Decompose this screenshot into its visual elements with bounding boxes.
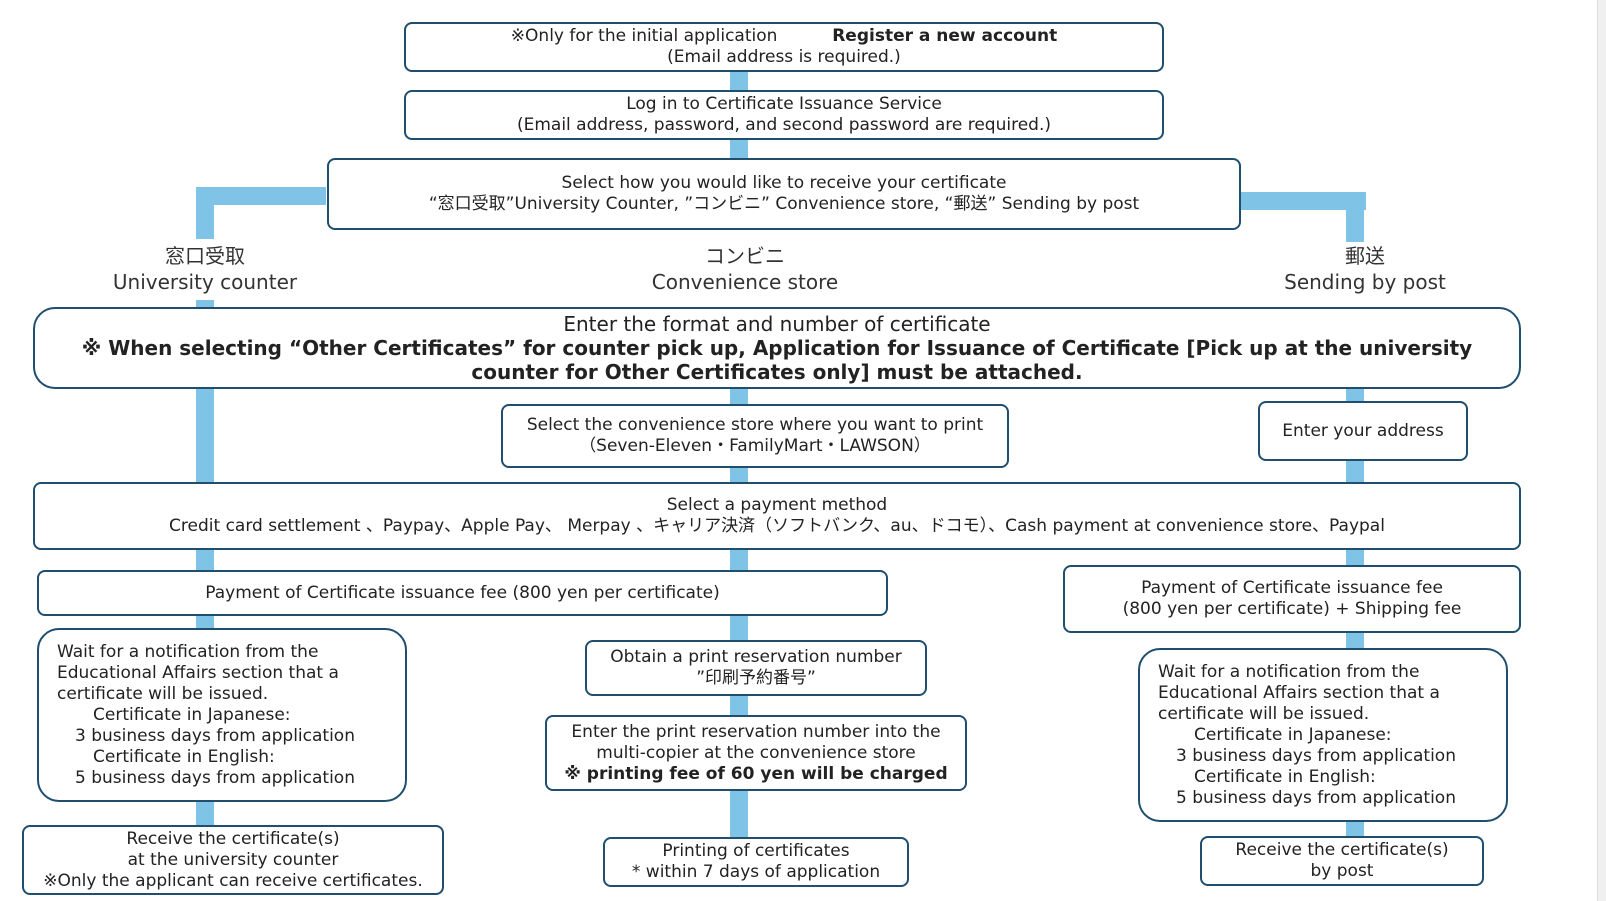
reservation-line1: Obtain a print reservation number <box>610 647 902 667</box>
store-select-line2: （Seven-Eleven・FamilyMart・LAWSON） <box>579 436 931 456</box>
fee-right-line2: (800 yen per certificate) + Shipping fee <box>1122 599 1462 619</box>
fee-left-box: Payment of Certificate issuance fee (800… <box>37 570 888 616</box>
wait-left-l4: Certificate in Japanese: <box>93 704 291 725</box>
wait-notification-right-box: Wait for a notification from the Educati… <box>1138 648 1508 822</box>
receive-post-box: Receive the certificate(s) by post <box>1200 836 1484 886</box>
printing-line2: * within 7 days of application <box>631 862 881 882</box>
wait-left-l1: Wait for a notification from the <box>57 641 319 662</box>
reservation-line2: ”印刷予約番号” <box>696 668 816 688</box>
receive-line2: “窓口受取”University Counter, ”コンビニ” Conveni… <box>428 194 1140 214</box>
wait-right-l1: Wait for a notification from the <box>1158 661 1420 682</box>
wait-right-l5: 3 business days from application <box>1176 745 1456 766</box>
format-note: ※ When selecting “Other Certificates” fo… <box>81 336 1473 384</box>
payment-method-box: Select a payment method Credit card sett… <box>33 482 1521 550</box>
initial-application-note: ※Only for the initial application <box>510 26 778 46</box>
register-title: Register a new account <box>832 26 1058 46</box>
connector-right-bracket-h <box>1236 192 1366 210</box>
receive-counter-line1: Receive the certificate(s) <box>126 828 340 849</box>
route-counter-jp: 窓口受取 <box>165 244 245 268</box>
payment-line2: Credit card settlement 、Paypay、Apple Pay… <box>169 516 1385 536</box>
wait-left-l3: certificate will be issued. <box>57 683 269 704</box>
fee-right-box: Payment of Certificate issuance fee (800… <box>1063 565 1521 633</box>
enter-number-line3: ※ printing fee of 60 yen will be charged <box>564 763 948 784</box>
receive-line1: Select how you would like to receive you… <box>561 173 1007 193</box>
address-text: Enter your address <box>1282 420 1444 441</box>
wait-right-l2: Educational Affairs section that a <box>1158 682 1440 703</box>
address-box: Enter your address <box>1258 401 1468 461</box>
certificate-format-box: Enter the format and number of certifica… <box>33 307 1521 389</box>
store-select-line1: Select the convenience store where you w… <box>526 415 984 435</box>
receive-counter-line3: ※Only the applicant can receive certific… <box>43 870 423 891</box>
receive-post-line2: by post <box>1310 861 1374 881</box>
reservation-number-box: Obtain a print reservation number ”印刷予約番… <box>585 640 927 696</box>
wait-right-l6: Certificate in English: <box>1194 766 1376 787</box>
fee-left-text: Payment of Certificate issuance fee (800… <box>205 582 720 603</box>
enter-number-line1: Enter the print reservation number into … <box>571 721 941 742</box>
wait-left-l6: Certificate in English: <box>93 746 275 767</box>
wait-left-l7: 5 business days from application <box>75 767 355 788</box>
enter-reservation-box: Enter the print reservation number into … <box>545 715 967 791</box>
format-line1: Enter the format and number of certifica… <box>563 312 991 336</box>
wait-notification-left-box: Wait for a notification from the Educati… <box>37 628 407 802</box>
login-line1: Log in to Certificate Issuance Service <box>626 94 942 114</box>
scrollbar[interactable] <box>1597 0 1606 901</box>
receive-counter-box: Receive the certificate(s) at the univer… <box>22 825 444 895</box>
receive-post-line1: Receive the certificate(s) <box>1235 840 1449 860</box>
wait-right-l7: 5 business days from application <box>1176 787 1456 808</box>
receive-method-box: Select how you would like to receive you… <box>327 158 1241 230</box>
receive-counter-line2: at the university counter <box>127 849 339 870</box>
payment-line1: Select a payment method <box>666 495 888 515</box>
route-store-en: Convenience store <box>651 270 839 294</box>
route-counter-en: University counter <box>112 270 298 294</box>
wait-right-l3: certificate will be issued. <box>1158 703 1370 724</box>
route-post-en: Sending by post <box>1284 270 1446 294</box>
register-sub: (Email address is required.) <box>667 47 901 67</box>
wait-left-l5: 3 business days from application <box>75 725 355 746</box>
wait-left-l2: Educational Affairs section that a <box>57 662 339 683</box>
enter-number-line2: multi-copier at the convenience store <box>596 742 916 763</box>
printing-line1: Printing of certificates <box>662 841 850 861</box>
login-line2: (Email address, password, and second pas… <box>516 115 1051 135</box>
printing-box: Printing of certificates * within 7 days… <box>603 837 909 887</box>
register-account-box: ※Only for the initial application Regist… <box>404 22 1164 72</box>
wait-right-l4: Certificate in Japanese: <box>1194 724 1392 745</box>
connector-right-bracket-v <box>1346 192 1364 242</box>
route-label-counter: 窓口受取 University counter <box>100 243 310 295</box>
route-store-jp: コンビニ <box>705 244 785 268</box>
store-select-box: Select the convenience store where you w… <box>501 404 1009 468</box>
connector-left-bracket-h <box>196 187 326 205</box>
login-box: Log in to Certificate Issuance Service (… <box>404 90 1164 140</box>
route-label-store: コンビニ Convenience store <box>645 243 845 295</box>
route-post-jp: 郵送 <box>1345 244 1385 268</box>
fee-right-line1: Payment of Certificate issuance fee <box>1141 578 1443 598</box>
route-label-post: 郵送 Sending by post <box>1265 243 1465 295</box>
